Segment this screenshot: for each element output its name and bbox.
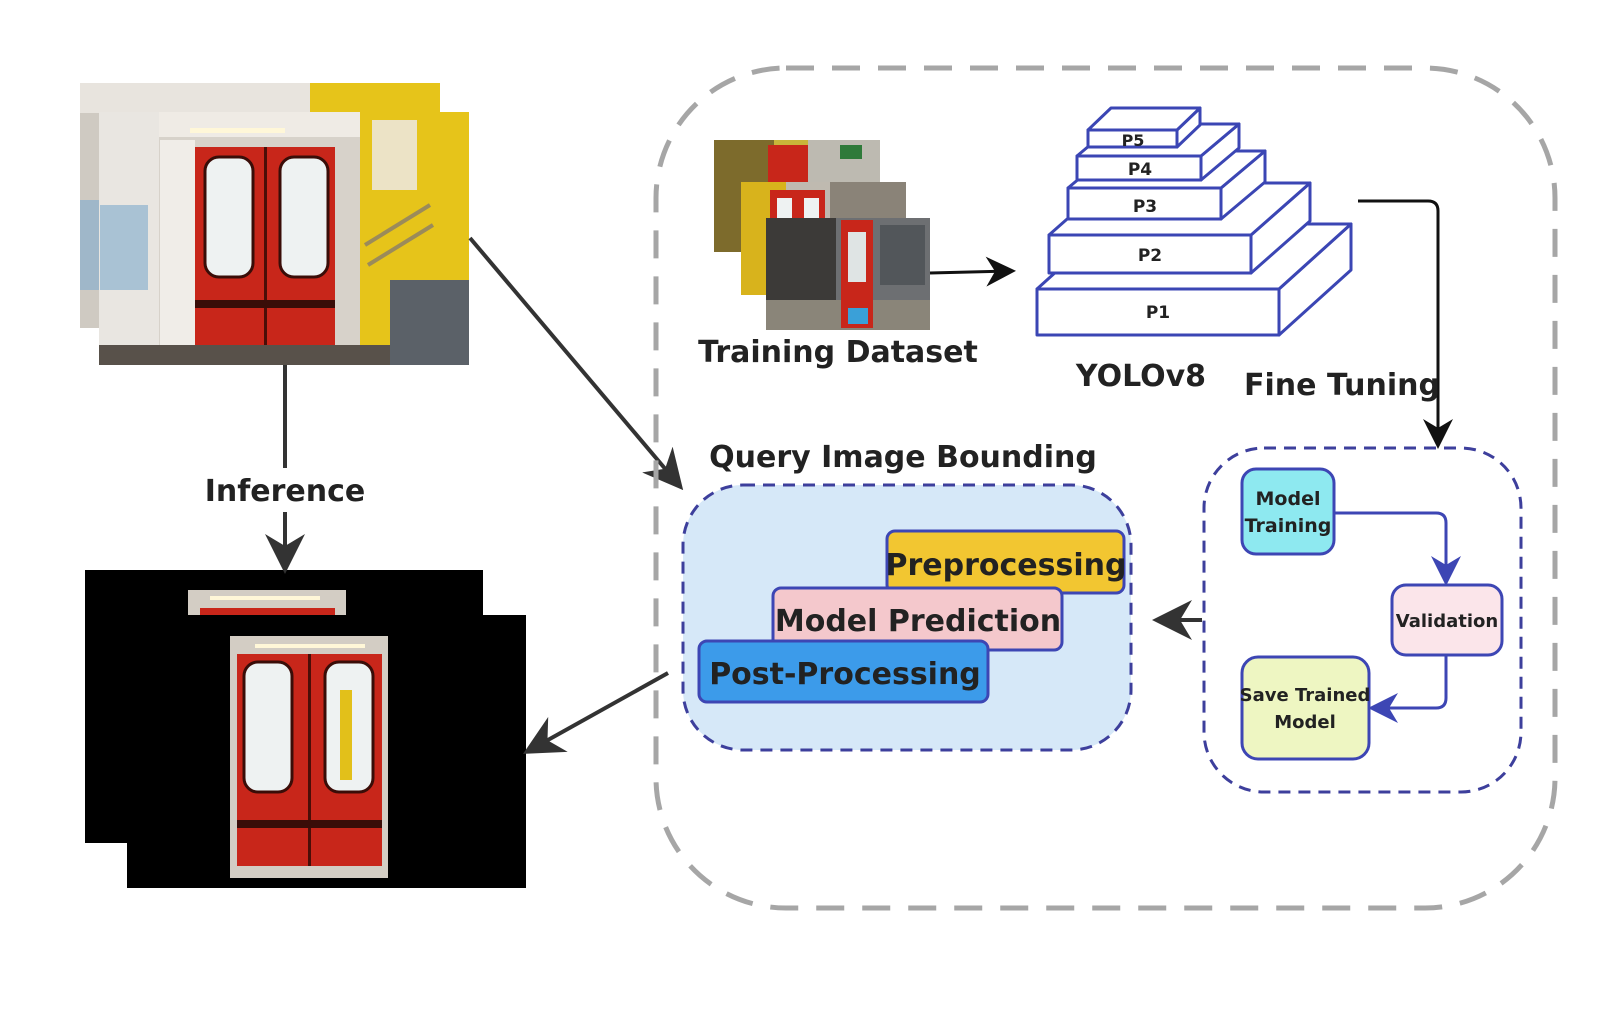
model-training-line1: Model bbox=[1256, 488, 1321, 510]
query-to-output-arrow bbox=[523, 671, 669, 754]
fine-tuning-arrow bbox=[1358, 199, 1453, 449]
input-to-query-arrow bbox=[468, 236, 684, 491]
validation-box: Validation bbox=[1390, 583, 1504, 657]
output-image-stack bbox=[85, 570, 526, 888]
output-image-front bbox=[127, 615, 526, 888]
model-training-line2: Training bbox=[1245, 515, 1332, 537]
training-to-validation-arrow bbox=[1334, 511, 1461, 586]
input-image-stack bbox=[80, 83, 469, 365]
pyramid-labels: P5 P4 P3 P2 P1 bbox=[1122, 131, 1171, 323]
pyramid-label-p3: P3 bbox=[1133, 197, 1157, 217]
model-prediction-label: Model Prediction bbox=[775, 604, 1061, 639]
pyramid-label-p2: P2 bbox=[1138, 246, 1162, 266]
dataset-to-yolo-arrow bbox=[929, 256, 1016, 287]
query-image-bounding-label: Query Image Bounding bbox=[709, 440, 1097, 475]
pyramid-label-p5: P5 bbox=[1122, 131, 1145, 150]
dataset-image-3 bbox=[766, 218, 930, 330]
pyramid-label-p1: P1 bbox=[1146, 303, 1170, 323]
model-prediction-step: Model Prediction bbox=[771, 586, 1064, 652]
yolo-pyramid bbox=[1035, 106, 1353, 337]
validation-to-save-arrow bbox=[1368, 655, 1448, 723]
validation-label: Validation bbox=[1396, 611, 1498, 632]
pyramid-level-p5 bbox=[1086, 106, 1202, 149]
preprocessing-step: Preprocessing bbox=[885, 529, 1127, 595]
model-training-box: Model Training bbox=[1240, 467, 1336, 556]
inference-label: Inference bbox=[205, 474, 366, 509]
post-processing-step: Post-Processing bbox=[697, 639, 990, 704]
training-dataset-label: Training Dataset bbox=[698, 335, 978, 370]
yolo-label: YOLOv8 bbox=[1075, 359, 1206, 394]
save-model-line2: Model bbox=[1274, 712, 1336, 733]
preprocessing-label: Preprocessing bbox=[886, 548, 1127, 583]
training-loop-container bbox=[1202, 446, 1523, 794]
post-processing-label: Post-Processing bbox=[709, 657, 981, 692]
save-trained-model-box: Save Trained Model bbox=[1240, 655, 1371, 761]
save-model-line1: Save Trained bbox=[1240, 685, 1371, 706]
training-dataset-images bbox=[714, 140, 930, 330]
input-image-front bbox=[99, 112, 469, 365]
outer-dashed-container bbox=[653, 65, 1558, 911]
fine-tuning-label: Fine Tuning bbox=[1244, 368, 1440, 403]
pyramid-label-p4: P4 bbox=[1128, 160, 1152, 180]
